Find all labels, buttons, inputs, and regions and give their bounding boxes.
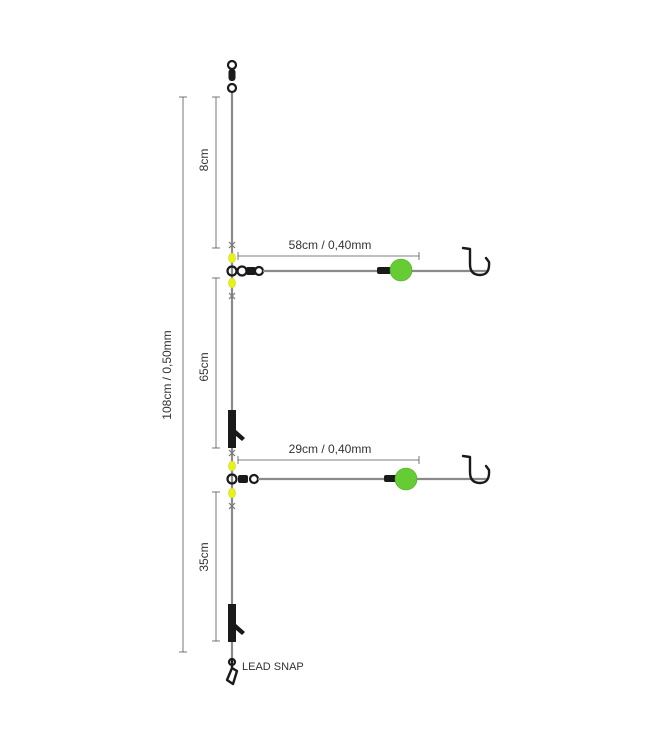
lower-dropper [226, 454, 491, 491]
bead-icon [228, 252, 236, 264]
top-swivel-icon [226, 59, 238, 94]
float-bead-icon [389, 258, 413, 282]
dropper-lower-label: 29cm / 0,40mm [289, 442, 372, 456]
total-length-dimension [179, 96, 187, 653]
bead-icon [228, 460, 236, 472]
lead-snap-label: LEAD SNAP [242, 661, 304, 673]
hook-icon [461, 246, 491, 277]
segment-top-label: 8cm [197, 149, 211, 172]
segment-bottom-label: 35cm [197, 542, 211, 571]
segment-middle-label: 65cm [197, 352, 211, 381]
sleeve-stop-icon [228, 410, 245, 448]
lead-snap-icon [225, 657, 239, 686]
upper-junction-beads [228, 241, 236, 300]
hook-icon [461, 454, 491, 485]
segment-bottom-dimension [212, 491, 220, 642]
dropper-upper-dimension [237, 252, 420, 260]
total-length-label: 108cm / 0,50mm [160, 330, 174, 419]
lower-junction-beads [228, 449, 236, 510]
bead-icon [228, 277, 236, 289]
segment-middle-dimension [212, 277, 220, 449]
sleeve-stop-icon [228, 604, 245, 642]
upper-dropper [226, 246, 491, 282]
segment-top-dimension [212, 96, 220, 249]
dropper-upper-label: 58cm / 0,40mm [289, 238, 372, 252]
bead-icon [228, 487, 236, 499]
dropper-lower-dimension [237, 456, 420, 464]
float-bead-icon [394, 467, 418, 491]
